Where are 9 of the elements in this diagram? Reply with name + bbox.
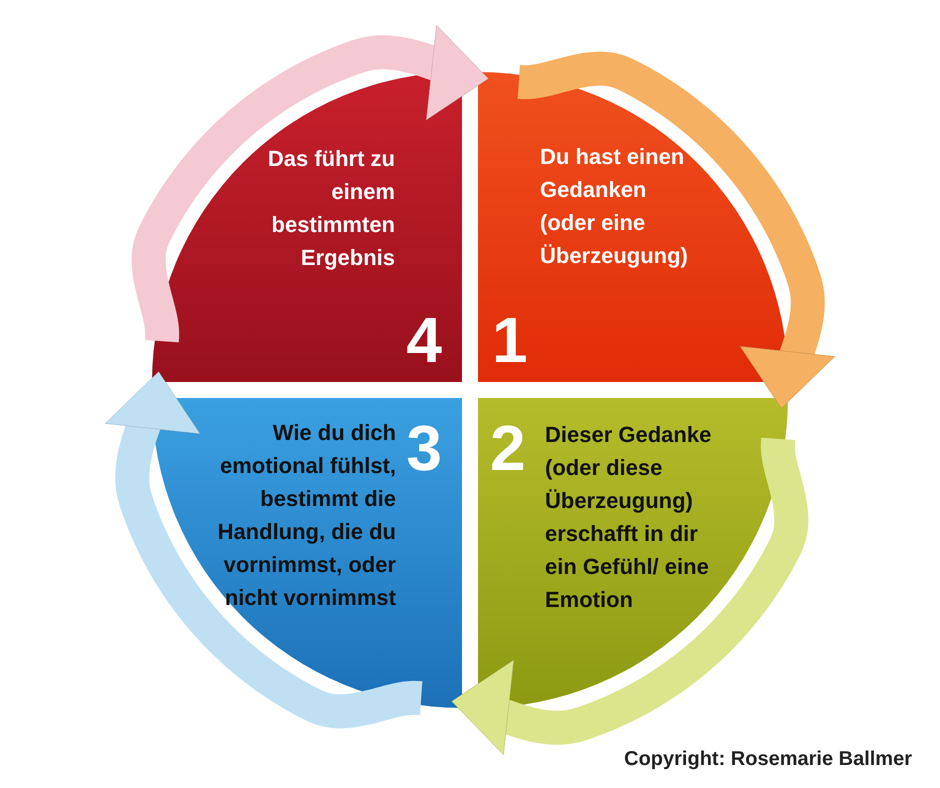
step-text: Dieser Gedanke (oder diese Überzeugung) erschafft in dir ein Gefühl/ eine Emotion: [545, 421, 712, 614]
step-number: 4: [406, 308, 442, 372]
step-text: Das führt zu einem bestimmten Ergebnis: [266, 145, 395, 272]
step-text: Du hast einen Gedanken (oder eine Überzeugung): [540, 143, 689, 270]
step-number: 3: [406, 416, 442, 480]
step-number: 2: [490, 416, 526, 480]
step-number: 1: [492, 308, 528, 372]
copyright-note: Copyright: Rosemarie Ballmer: [624, 748, 912, 771]
step-text: Wie du dich emotional fühlst, bestimmt die Handlung, die du vornimmst, oder nicht vornimmst: [216, 419, 396, 612]
